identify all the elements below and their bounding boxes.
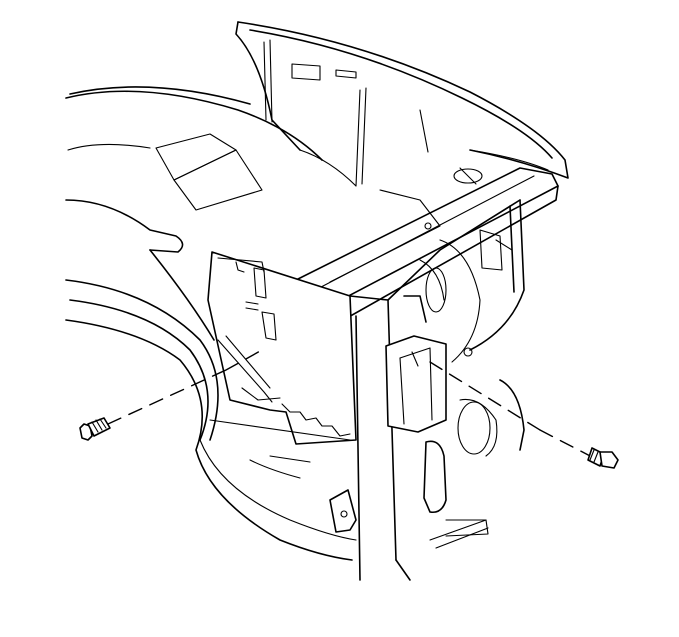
hood-panel: [235, 21, 569, 187]
mounting-bracket: [207, 251, 357, 445]
lower-panel: [209, 419, 357, 533]
wheelhouse-panel: [419, 199, 525, 457]
fastener-right: [429, 361, 619, 469]
fender-panel: [65, 86, 357, 561]
fastener-left: [79, 349, 263, 441]
bolt-icon-left: [79, 417, 111, 441]
bolt-icon-right: [587, 447, 619, 469]
vertical-support: [349, 199, 521, 581]
